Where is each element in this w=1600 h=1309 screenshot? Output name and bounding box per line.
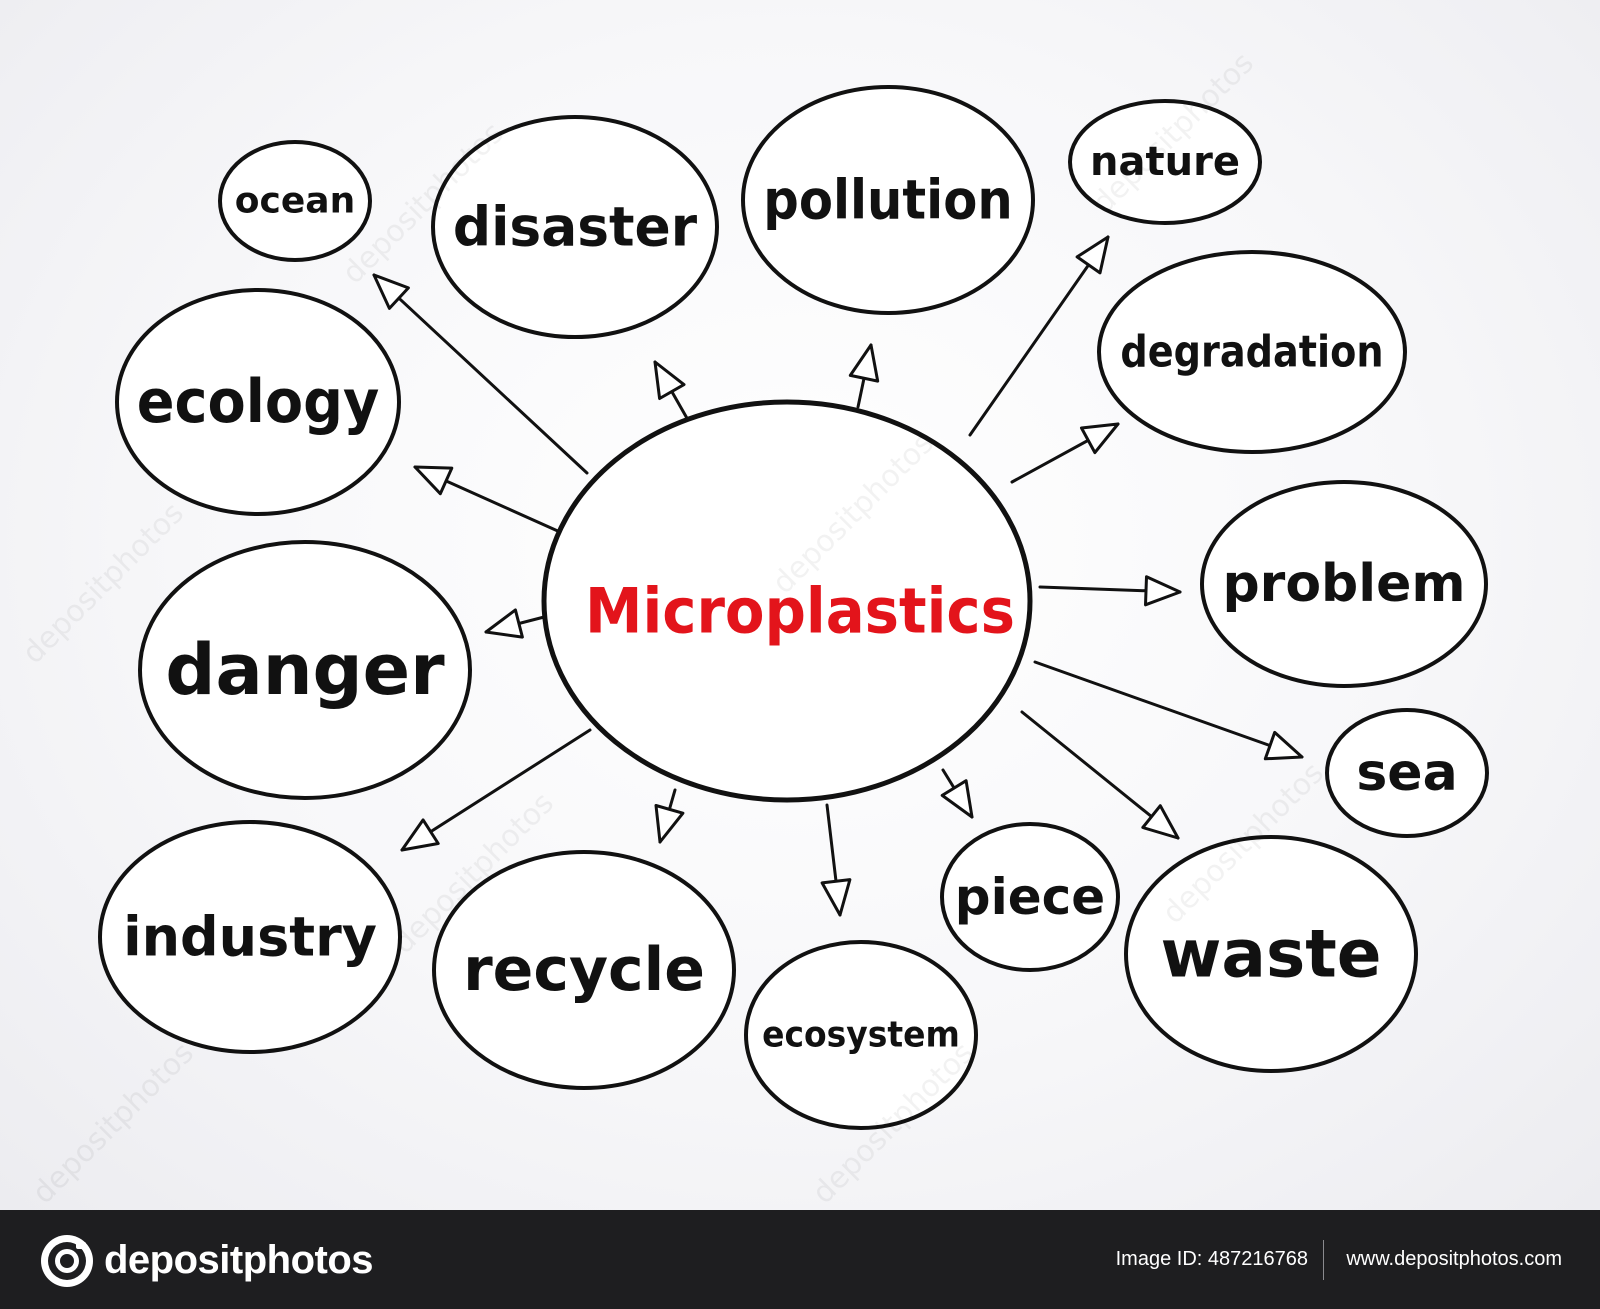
mind-map-diagram: Microplastics ocean disaster pollution natur… [16,46,1489,1210]
node-label: ocean [235,181,355,222]
footer-bar: depositphotos Image ID: 487216768 www.de… [0,1210,1600,1309]
node-label: problem [1222,554,1465,614]
node-label: ecology [137,367,380,437]
arrowhead-problem [1144,575,1182,607]
node-piece: piece [940,822,1120,972]
node-ocean: ocean [218,140,372,262]
node-ellipse [940,822,1120,972]
node-ecology: ecology [115,288,401,516]
node-sea: sea [1325,708,1489,838]
arrowhead-ocean [372,273,410,310]
node-ellipse [138,540,472,800]
node-recycle: recycle [432,850,736,1090]
node-industry: industry [98,820,402,1054]
node-problem: problem [1200,480,1488,688]
node-ellipse [115,288,401,516]
arrowhead-disaster [653,360,686,400]
node-degradation: degradation [1097,250,1407,454]
node-ellipse [1068,99,1262,225]
node-ellipse [431,115,719,339]
arrowhead-degradation [1080,422,1120,455]
center-ellipse [541,399,1033,803]
arrowhead-recycle [654,804,685,844]
arrow-industry [400,728,592,852]
arrowhead-ecology [413,465,454,496]
node-label: sea [1356,743,1457,803]
arrowhead-ecosystem [820,878,852,917]
node-ellipse [744,940,978,1130]
image-id-label: Image ID: 487216768 [1115,1248,1308,1270]
arrow-sea [1033,660,1304,759]
node-ellipse [741,85,1035,315]
node-ellipse [98,820,402,1054]
brand-name[interactable]: depositphotos [104,1238,374,1282]
camera-logo-icon [41,1235,93,1287]
arrowhead-waste [1141,804,1180,840]
arrowhead-piece [940,779,974,819]
site-url-link[interactable]: www.depositphotos.com [1346,1248,1562,1270]
node-waste: waste [1124,835,1418,1073]
center-label: Microplastics [585,575,1015,648]
footer-divider [1323,1240,1324,1280]
arrowhead-sea [1263,730,1304,761]
node-ecosystem: ecosystem [744,940,978,1130]
diagram-canvas: Microplastics ocean disaster pollution natur… [0,0,1600,1210]
node-label: piece [955,868,1105,926]
arrowhead-danger [484,608,524,639]
node-label: disaster [453,196,698,259]
arrowhead-pollution [848,343,880,383]
watermark-text: depositphotos [26,1036,201,1210]
arrowhead-industry [400,818,440,852]
node-ellipse [218,140,372,262]
node-label: waste [1160,916,1381,993]
arrow-nature [968,235,1110,437]
node-label: ecosystem [762,1015,960,1056]
arrowhead-nature [1075,235,1110,275]
node-ellipse [1325,708,1489,838]
node-nature: nature [1068,99,1262,225]
node-label: pollution [763,169,1012,232]
node-pollution: pollution [741,85,1035,315]
node-ellipse [1097,250,1407,454]
node-label: nature [1090,139,1240,185]
node-label: recycle [463,935,705,1005]
node-label: industry [123,906,377,969]
arrow-ocean [372,273,589,475]
node-ellipse [1200,480,1488,688]
node-label: danger [165,629,445,711]
node-label: degradation [1120,327,1383,378]
node-ellipse [432,850,736,1090]
center-node: Microplastics [541,399,1033,803]
node-danger: danger [138,540,472,800]
node-disaster: disaster [431,115,719,339]
node-ellipse [1124,835,1418,1073]
